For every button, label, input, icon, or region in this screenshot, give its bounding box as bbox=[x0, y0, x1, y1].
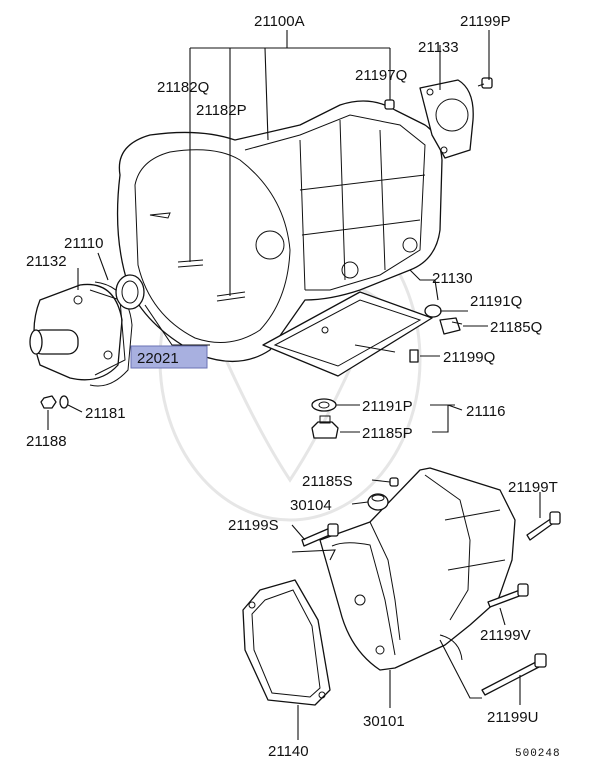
front-bearing-retainer-21132 bbox=[29, 283, 126, 381]
label-21181[interactable]: 21181 bbox=[85, 405, 126, 422]
label-21185P[interactable]: 21185P bbox=[362, 425, 413, 442]
oil-seal-22021 bbox=[115, 274, 145, 310]
oil-pan-cover-21130 bbox=[262, 291, 433, 377]
bolt-21199P bbox=[477, 77, 493, 89]
nut-21188 bbox=[40, 395, 57, 409]
oil-seal-30104 bbox=[367, 493, 389, 511]
bolt-21199S bbox=[301, 523, 339, 547]
gasket-21140 bbox=[242, 579, 331, 706]
label-21182Q[interactable]: 21182Q bbox=[157, 79, 209, 96]
washer-21191P bbox=[311, 398, 337, 412]
label-21132[interactable]: 21132 bbox=[26, 253, 67, 270]
label-21110[interactable]: 21110 bbox=[64, 235, 104, 252]
diagram-reference-number: 500248 bbox=[515, 748, 561, 760]
label-22021[interactable]: 22021 bbox=[137, 350, 179, 367]
label-21116[interactable]: 21116 bbox=[466, 403, 506, 420]
highlight-22021 bbox=[130, 345, 208, 369]
label-21199P[interactable]: 21199P bbox=[460, 13, 511, 30]
label-21191Q[interactable]: 21191Q bbox=[470, 293, 522, 310]
transmission-case-21100A bbox=[116, 100, 443, 363]
label-30101[interactable]: 30101 bbox=[363, 713, 405, 730]
label-21133[interactable]: 21133 bbox=[418, 39, 459, 56]
label-21185Q[interactable]: 21185Q bbox=[490, 319, 542, 336]
label-21199S[interactable]: 21199S bbox=[228, 517, 279, 534]
label-21130[interactable]: 21130 bbox=[432, 270, 473, 287]
plug-21197Q bbox=[384, 99, 395, 110]
bolt-21199T bbox=[526, 511, 561, 541]
label-21140[interactable]: 21140 bbox=[268, 743, 309, 760]
label-21185S[interactable]: 21185S bbox=[302, 473, 353, 490]
plug-21185S bbox=[389, 477, 399, 487]
washer-21181 bbox=[59, 395, 69, 409]
bolt-21199U bbox=[481, 653, 547, 696]
leader-lines bbox=[47, 30, 541, 740]
label-21199Q[interactable]: 21199Q bbox=[443, 349, 495, 366]
retainer-plate-21133 bbox=[419, 79, 474, 159]
label-21199V[interactable]: 21199V bbox=[480, 627, 531, 644]
part-labels: 21100A 21199P 21133 21182Q 21197Q 21182P… bbox=[26, 13, 561, 760]
gasket-21110 bbox=[89, 281, 133, 387]
bolt-21199V bbox=[487, 583, 529, 608]
bolt-21199Q bbox=[409, 349, 419, 363]
label-21182P[interactable]: 21182P bbox=[196, 102, 247, 119]
extension-housing-30101 bbox=[319, 467, 516, 671]
label-21199T[interactable]: 21199T bbox=[508, 479, 558, 496]
label-21100A[interactable]: 21100A bbox=[254, 13, 305, 30]
label-21188[interactable]: 21188 bbox=[26, 433, 67, 450]
label-21197Q[interactable]: 21197Q bbox=[355, 67, 407, 84]
label-21191P[interactable]: 21191P bbox=[362, 398, 413, 415]
plug-21185P bbox=[311, 415, 339, 439]
label-21199U[interactable]: 21199U bbox=[487, 709, 538, 726]
plug-21185Q bbox=[439, 317, 463, 335]
label-30104[interactable]: 30104 bbox=[290, 497, 332, 514]
washer-21191Q bbox=[424, 304, 442, 318]
